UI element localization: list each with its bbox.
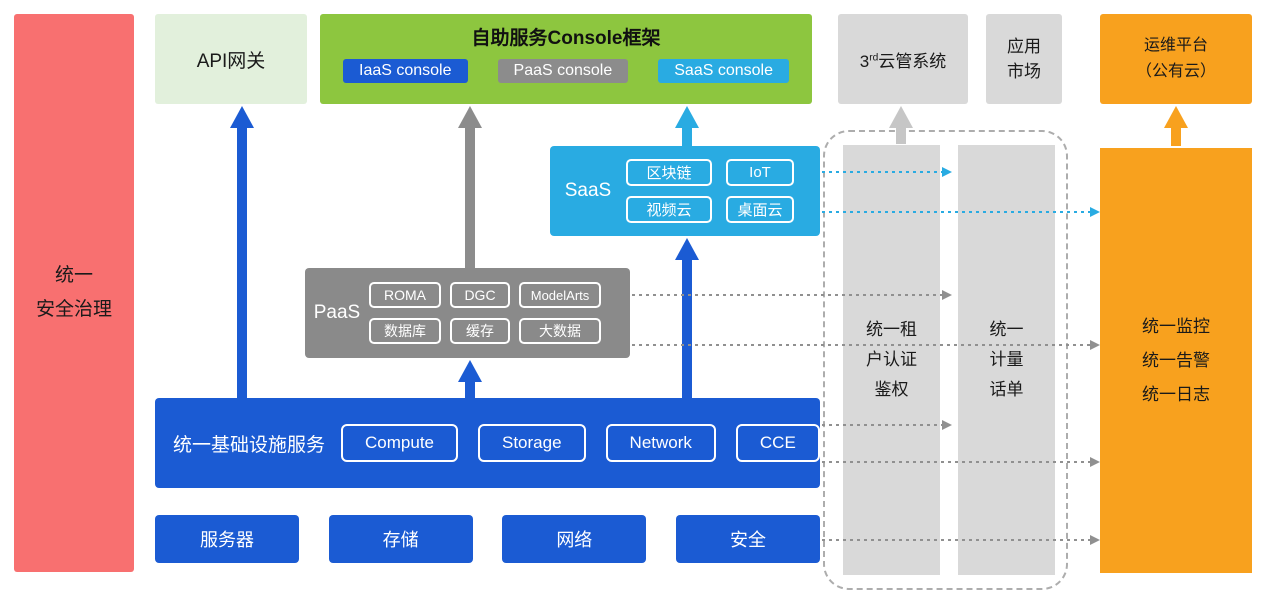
saas-chip-blockchain: 区块链: [626, 159, 712, 186]
paas-chip-dgc: DGC: [450, 282, 510, 308]
saas-console-button: SaaS console: [658, 59, 789, 83]
api-gateway-box: API网关: [155, 14, 307, 104]
iaas-label: 统一基础设施服务: [173, 434, 326, 456]
iaas-chip-cce: CCE: [735, 424, 820, 462]
om-platform-label: 运维平台 （公有云）: [1135, 37, 1216, 80]
arrow-saas-to-console: [675, 106, 699, 146]
arrow-paas-to-console: [458, 106, 482, 268]
saas-label: SaaS: [564, 180, 612, 201]
paas-console-button: PaaS console: [497, 59, 629, 83]
saas-chip-video-cloud: 视频云: [626, 196, 712, 223]
iaas-console-button: IaaS console: [343, 59, 468, 83]
hardware-box-storage: 存储: [328, 515, 473, 563]
paas-chip-database: 数据库: [369, 318, 441, 344]
unified-monitoring-label: 统一监控 统一告警 统一日志: [1142, 316, 1210, 404]
security-governance-bar: 统一 安全治理: [14, 14, 134, 572]
paas-services: ROMA DGC ModelArts 数据库 缓存 大数据: [369, 282, 601, 344]
arrow-monitoring-to-om-platform: [1164, 106, 1188, 146]
iaas-chip-network: Network: [605, 424, 716, 462]
paas-chip-bigdata: 大数据: [519, 318, 601, 344]
third-party-cloud-label: 3rd云管系统: [859, 51, 947, 71]
om-platform-box: 运维平台 （公有云）: [1100, 14, 1252, 104]
security-governance-label: 统一 安全治理: [35, 264, 112, 320]
console-frame-title: 自助服务Console框架: [471, 28, 661, 49]
api-gateway-label: API网关: [196, 50, 266, 72]
paas-label: PaaS: [313, 302, 361, 323]
unified-metering-bar: 统一 计量 话单: [958, 145, 1055, 575]
saas-services: 区块链 IoT 视频云 桌面云: [626, 159, 794, 223]
shared-services-container: [823, 130, 1068, 590]
paas-chip-cache: 缓存: [450, 318, 510, 344]
hardware-box-server: 服务器: [155, 515, 299, 563]
iaas-chip-storage: Storage: [478, 424, 586, 462]
paas-chip-modelarts: ModelArts: [519, 282, 601, 308]
arrow-iaas-to-saas: [675, 238, 699, 398]
console-frame-box: 自助服务Console框架 IaaS console PaaS console …: [320, 14, 812, 104]
hardware-row: 服务器 存储 网络 安全: [155, 515, 820, 563]
third-party-sup: rd: [869, 51, 879, 63]
arrow-iaas-to-paas: [458, 360, 482, 398]
iaas-chip-compute: Compute: [341, 424, 458, 462]
iaas-services: Compute Storage Network CCE: [341, 424, 820, 462]
saas-chip-iot: IoT: [726, 159, 794, 186]
app-market-label: 应用 市场: [1007, 36, 1041, 82]
hardware-box-network: 网络: [502, 515, 647, 563]
unified-metering-label: 统一 计量 话单: [989, 320, 1024, 399]
hardware-box-security: 安全: [675, 515, 820, 563]
saas-chip-desktop-cloud: 桌面云: [726, 196, 794, 223]
unified-auth-bar: 统一租 户认证 鉴权: [843, 145, 940, 575]
app-market-box: 应用 市场: [986, 14, 1062, 104]
unified-monitoring-bar: 统一监控 统一告警 统一日志: [1100, 148, 1252, 573]
third-party-cloud-box: 3rd云管系统: [838, 14, 968, 104]
iaas-box: 统一基础设施服务 Compute Storage Network CCE: [155, 398, 820, 488]
paas-chip-roma: ROMA: [369, 282, 441, 308]
paas-box: PaaS ROMA DGC ModelArts 数据库 缓存 大数据: [305, 268, 630, 358]
saas-box: SaaS 区块链 IoT 视频云 桌面云: [550, 146, 820, 236]
arrow-iaas-to-api-gateway: [230, 106, 254, 398]
console-button-row: IaaS console PaaS console SaaS console: [343, 59, 789, 83]
unified-auth-label: 统一租 户认证 鉴权: [866, 320, 917, 399]
